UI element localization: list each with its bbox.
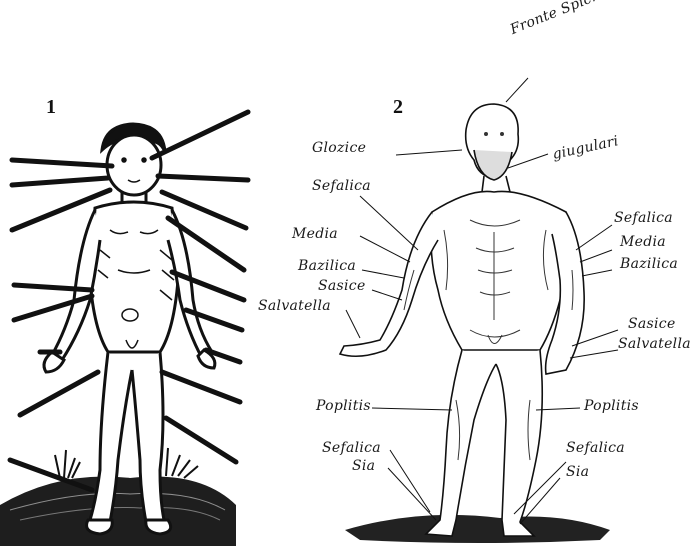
label-sia-left: Sia <box>352 458 375 474</box>
label-salvatella-right: Salvatella <box>618 336 691 352</box>
label-sasice-left: Sasice <box>318 278 366 294</box>
label-sia-right: Sia <box>566 464 589 480</box>
figure-shadow <box>345 515 610 543</box>
engraved-body <box>340 104 584 536</box>
label-bazilica-left: Bazilica <box>298 258 356 274</box>
label-sefalica-right: Sefalica <box>614 210 673 226</box>
label-bazilica-right: Bazilica <box>620 256 678 272</box>
label-salvatella-left: Salvatella <box>258 298 331 314</box>
label-cephalic-left: Glozice <box>312 140 366 156</box>
label-poplitis-right: Poplitis <box>584 398 639 414</box>
label-poplitis-left: Poplitis <box>316 398 371 414</box>
label-sefalica-lower-right: Sefalica <box>566 440 625 456</box>
label-media-right: Media <box>620 234 666 250</box>
label-sefalica-lower-left: Sefalica <box>322 440 381 456</box>
label-sefalica-left: Sefalica <box>312 178 371 194</box>
label-media-left: Media <box>292 226 338 242</box>
label-sasice-right: Sasice <box>628 316 676 332</box>
